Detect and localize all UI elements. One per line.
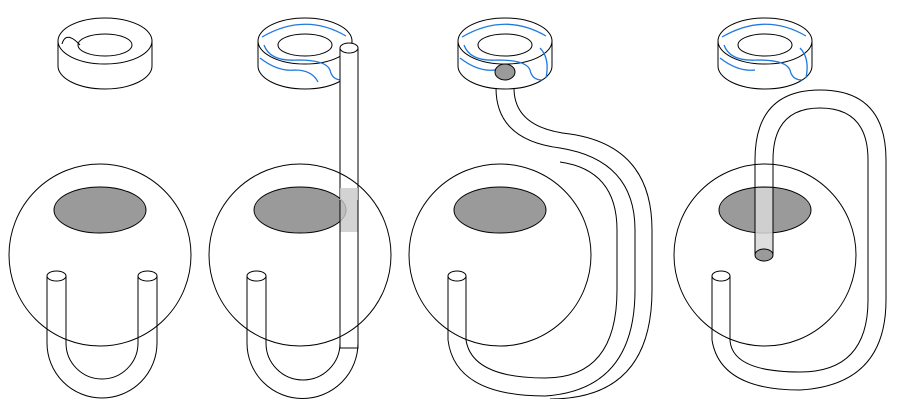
sphere <box>673 163 857 347</box>
disk <box>53 186 147 234</box>
tube-overlap <box>340 188 358 232</box>
end-disk <box>754 248 774 262</box>
loop-tube <box>711 89 887 391</box>
sphere <box>408 163 592 347</box>
panel-1 <box>8 17 192 399</box>
disk <box>253 186 347 234</box>
ring-band <box>717 17 813 90</box>
curved-tube <box>447 87 653 399</box>
j-tube <box>246 200 359 399</box>
tube-inside <box>755 188 773 254</box>
panel-4 <box>673 17 887 391</box>
blue-curves <box>259 23 348 83</box>
ring-band <box>457 17 553 90</box>
sphere <box>8 163 192 347</box>
ring-hole <box>77 33 133 57</box>
panel-3 <box>408 17 653 399</box>
blue-curves <box>719 23 808 81</box>
ring-band <box>257 17 353 90</box>
hole-disk <box>494 63 516 81</box>
ring-band <box>57 17 153 90</box>
panel-2 <box>208 17 392 399</box>
disk <box>453 186 547 234</box>
blue-curves <box>459 23 548 81</box>
u-tube <box>46 270 158 399</box>
sphere <box>208 163 392 347</box>
